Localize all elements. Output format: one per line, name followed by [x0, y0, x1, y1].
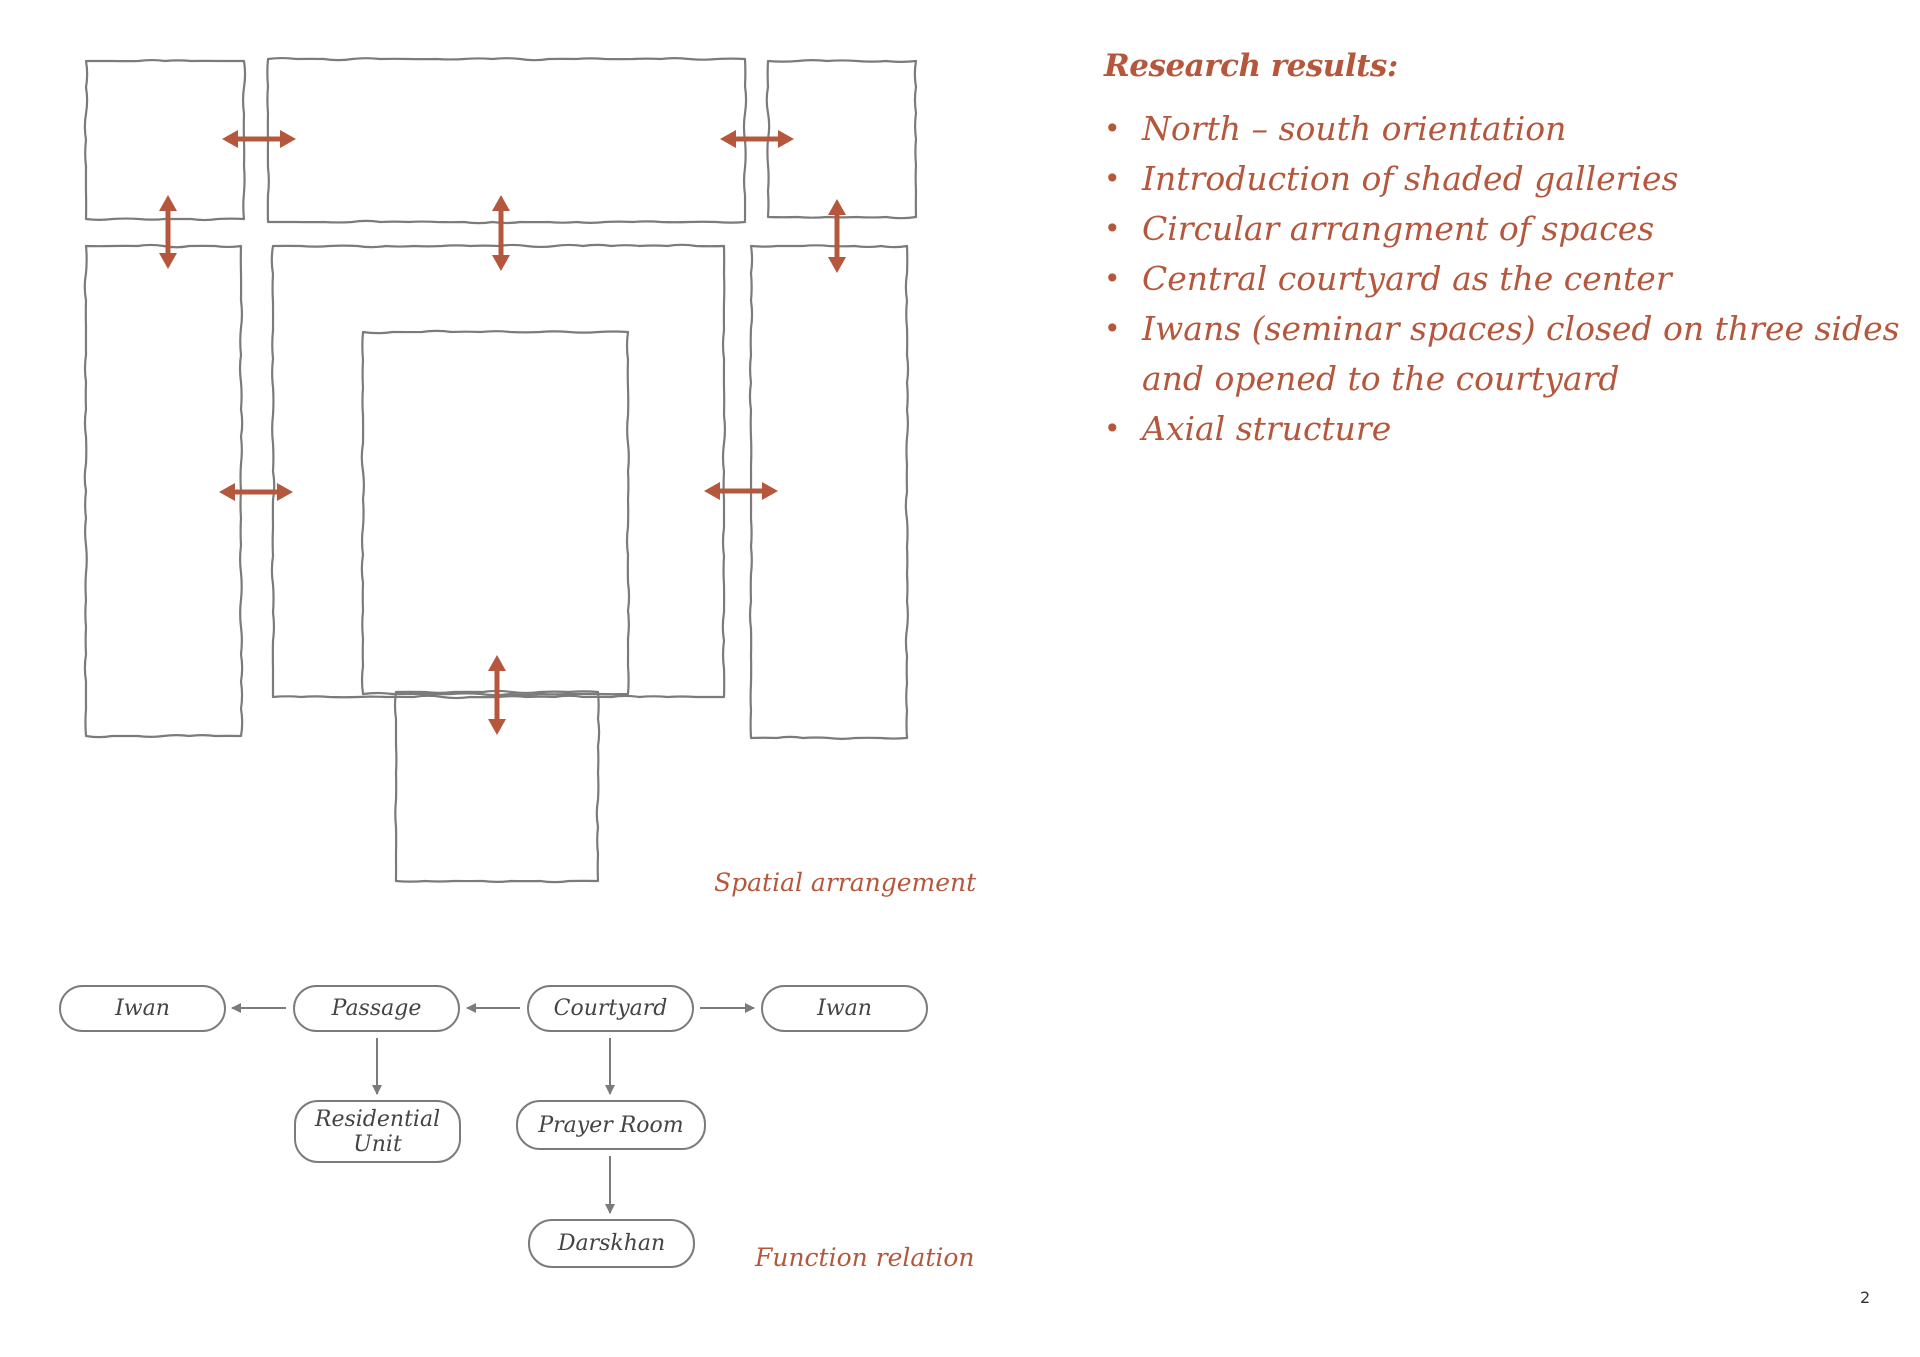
room-west-gallery [83, 243, 244, 739]
connection-arrow-north-east-room-east-gallery [828, 199, 846, 273]
function-relation-caption: Function relation [755, 1243, 975, 1272]
research-list: North – south orientation Introduction o… [1104, 104, 1904, 454]
research-item: Circular arrangment of spaces [1104, 204, 1904, 254]
room-north-iwan [266, 56, 748, 225]
room-central-courtyard [360, 329, 631, 697]
room-north-west-room [83, 58, 247, 222]
node-darskhan: Darskhan [528, 1219, 695, 1268]
arrow-head [492, 255, 510, 271]
connection-arrow-central-courtyard-south-entrance [488, 655, 506, 735]
room-north-east-room [765, 59, 918, 220]
connection-arrow-surrounding-gallery-east-gallery [704, 482, 778, 500]
arrow-head [159, 253, 177, 269]
arrow-head [488, 719, 506, 735]
connection-arrow-north-west-room-west-gallery [159, 195, 177, 269]
room-surrounding-gallery [270, 243, 727, 700]
node-residential-unit: Residential Unit [294, 1100, 461, 1163]
node-courtyard: Courtyard [527, 985, 694, 1032]
connection-arrow-north-west-room-north-iwan [222, 130, 296, 148]
research-results: Research results: North – south orientat… [1104, 48, 1904, 454]
research-item: Central courtyard as the center [1104, 254, 1904, 304]
page-number: 2 [1860, 1288, 1871, 1307]
arrow-head [762, 482, 778, 500]
connection-arrow-north-iwan-north-east-room [720, 130, 794, 148]
research-item: North – south orientation [1104, 104, 1904, 154]
spatial-rooms [83, 56, 918, 884]
node-prayer-room: Prayer Room [516, 1100, 706, 1150]
arrow-head [222, 130, 238, 148]
room-east-gallery [748, 244, 910, 740]
arrow-head [280, 130, 296, 148]
arrow-head [778, 130, 794, 148]
arrow-head [219, 483, 235, 501]
node-iwan-left: Iwan [59, 985, 226, 1032]
arrow-head [159, 195, 177, 211]
node-passage: Passage [293, 985, 460, 1032]
arrow-head [720, 130, 736, 148]
arrow-head [828, 199, 846, 215]
arrow-head [828, 257, 846, 273]
arrow-head [704, 482, 720, 500]
spatial-arrangement-caption: Spatial arrangement [714, 868, 977, 897]
arrow-head [488, 655, 506, 671]
research-item: Introduction of shaded galleries [1104, 154, 1904, 204]
connection-arrow-north-iwan-surrounding-gallery [492, 195, 510, 271]
research-title: Research results: [1104, 48, 1398, 84]
arrow-head [492, 195, 510, 211]
node-iwan-right: Iwan [761, 985, 928, 1032]
arrow-head [277, 483, 293, 501]
function-edges [231, 1003, 755, 1214]
connection-arrow-west-gallery-surrounding-gallery [219, 483, 293, 501]
room-south-entrance [393, 689, 601, 884]
research-item: Axial structure [1104, 404, 1904, 454]
spatial-connection-arrows [159, 130, 846, 735]
research-item: Iwans (seminar spaces) closed on three s… [1104, 304, 1904, 404]
